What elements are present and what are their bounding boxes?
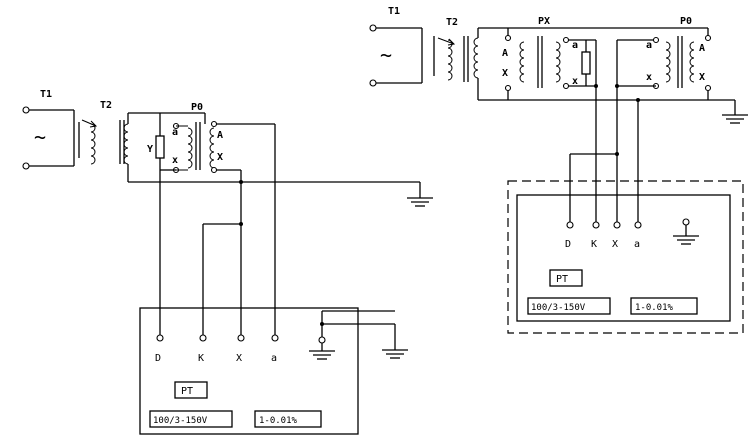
right-pt-box: D K X a PT 100/3-150V 1-0.01% xyxy=(516,194,731,322)
left-circuit: ~ T1 T2 Y P0 xyxy=(22,89,434,435)
right-px-X-label: X xyxy=(502,68,508,79)
left-p0-a-label: a xyxy=(172,127,178,138)
right-p0-X-label: X xyxy=(699,72,705,83)
right-t2-label: T2 xyxy=(446,17,458,28)
left-p0-X-label: X xyxy=(217,152,223,163)
right-range-label: 100/3-150V xyxy=(531,303,586,313)
right-terminal-K: K xyxy=(591,239,597,250)
right-dashed-enclosure xyxy=(507,180,744,334)
right-source-tilde: ~ xyxy=(380,43,392,67)
right-p0-x-label: x xyxy=(646,72,652,83)
left-p0-transformer: P0 a x A X xyxy=(160,102,275,174)
right-px-x-label: x xyxy=(572,76,578,87)
left-source-tilde: ~ xyxy=(34,125,46,149)
left-terminal-D: D xyxy=(155,353,161,364)
right-px-label: PX xyxy=(538,16,550,27)
left-t2-variac: T2 xyxy=(73,100,420,183)
right-t1-label: T1 xyxy=(388,6,400,17)
right-circuit: ~ T1 T2 PX A X xyxy=(369,6,749,334)
right-px-A-label: A xyxy=(502,48,508,59)
left-t1-label: T1 xyxy=(40,89,52,100)
left-y-label: Y xyxy=(147,144,153,155)
right-p0-A-label: A xyxy=(699,43,705,54)
left-resistor-y: Y xyxy=(147,113,165,170)
right-terminal-D: D xyxy=(565,239,571,250)
left-source: ~ T1 xyxy=(22,89,74,170)
left-p0-A-label: A xyxy=(217,130,223,141)
right-t2-variac: T2 xyxy=(421,17,735,101)
left-ground-icon xyxy=(406,197,434,207)
right-p0-label: P0 xyxy=(680,16,692,27)
left-external-ground-icon xyxy=(381,349,409,359)
right-terminal-a: a xyxy=(634,239,640,250)
left-terminal-a: a xyxy=(271,353,277,364)
left-accuracy-label: 1-0.01% xyxy=(259,416,298,426)
right-terminal-X: X xyxy=(612,239,618,250)
right-p0-transformer: P0 a x A X xyxy=(596,16,712,100)
right-leads xyxy=(569,40,640,222)
right-source: ~ T1 xyxy=(369,6,422,87)
right-box-ground-icon xyxy=(672,235,700,245)
right-accuracy-label: 1-0.01% xyxy=(635,303,674,313)
right-px-a-label: a xyxy=(572,40,578,51)
right-ground-icon xyxy=(721,114,749,124)
left-pt-box: D K X a PT 100/3-150V 1-0.01% xyxy=(139,307,409,435)
left-pt-label: PT xyxy=(181,386,193,397)
left-p0-label: P0 xyxy=(191,102,203,113)
left-box-ground-icon xyxy=(308,350,336,360)
left-terminal-X: X xyxy=(236,353,242,364)
left-p0-x-label: x xyxy=(172,155,178,166)
left-terminal-K: K xyxy=(198,353,204,364)
right-pt-label: PT xyxy=(556,274,568,285)
left-t2-label: T2 xyxy=(100,100,112,111)
right-p0-a-label: a xyxy=(646,40,652,51)
left-range-label: 100/3-150V xyxy=(153,416,208,426)
right-px-transformer: PX A X a x xyxy=(502,16,596,100)
